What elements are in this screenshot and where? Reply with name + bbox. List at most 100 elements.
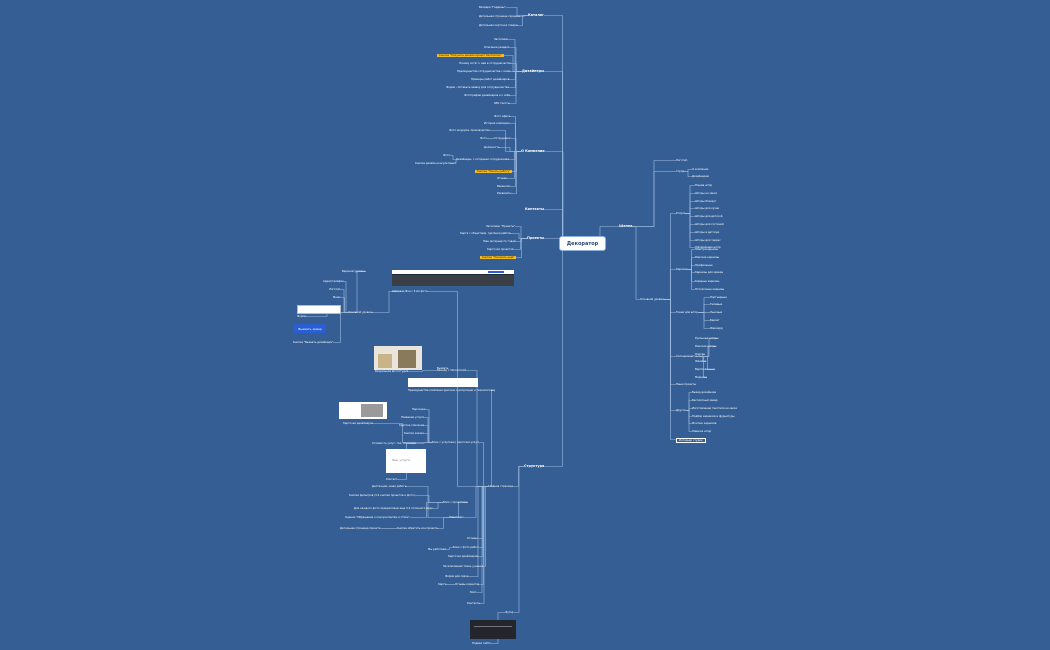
node-gl_su[interactable]: Стоимость услуг, тех. описание: [372, 442, 416, 445]
node-s_d1[interactable]: Выезд дизайнера: [692, 391, 717, 394]
node-o11[interactable]: Вакансии: [497, 185, 511, 188]
node-d3[interactable]: Кнопка "Получить дизайн-проект бесплатно…: [437, 54, 504, 57]
node-gl_o2[interactable]: Блок с фото работ: [453, 546, 479, 549]
node-gl_kont[interactable]: Контакт: [386, 478, 398, 481]
node-o4[interactable]: Сотрудники: [494, 137, 511, 140]
node-okomp[interactable]: О Компании: [521, 149, 545, 153]
node-o4a[interactable]: Фото: [480, 137, 487, 140]
node-gl_v4[interactable]: Форма: [297, 315, 307, 318]
node-gl_p4[interactable]: Для каждого фото прикрепляем еще 3-5 отл…: [354, 507, 433, 510]
node-gl_ban[interactable]: Баннер с 3D-плиткой: [437, 369, 467, 372]
node-s_logo[interactable]: Логотип: [676, 159, 688, 162]
advantages-thumbnail[interactable]: [408, 378, 478, 387]
node-d7[interactable]: Форма - Оставьте заявку для сотрудничест…: [446, 86, 510, 89]
node-d1[interactable]: Заголовок: [494, 38, 509, 41]
node-d6[interactable]: Примеры работ дизайнеров: [471, 78, 510, 81]
node-s_d2[interactable]: Бесплатный замер: [692, 399, 718, 402]
node-gl_pr[interactable]: Преимущества компании (рассказ о репутац…: [408, 389, 495, 392]
node-gl_f2[interactable]: Вызвать: [437, 367, 449, 370]
node-s_dop[interactable]: Другое: [676, 409, 686, 412]
node-s_u3[interactable]: Шторы блэкаут: [695, 200, 717, 203]
node-gl_vf[interactable]: Визуальная фотостудия: [375, 370, 409, 373]
node-s_g2[interactable]: Дизайнерам: [692, 175, 709, 178]
node-gl_o6[interactable]: Карта: [438, 583, 447, 586]
node-s_sz[interactable]: Солнцезащитные: [676, 355, 701, 358]
node-kontakty[interactable]: Контакты: [525, 207, 545, 211]
node-o7[interactable]: Дизайнеры, с которыми сотрудничаем: [456, 158, 510, 161]
node-o1[interactable]: Фото офиса: [494, 115, 511, 118]
node-p4[interactable]: Карточки проектов: [487, 248, 514, 251]
node-s_osn[interactable]: Основной уровень: [640, 298, 666, 301]
node-s_nash[interactable]: Наши проекты: [676, 383, 697, 386]
node-s_karn[interactable]: Карнизы: [676, 268, 688, 271]
node-katalog[interactable]: Каталог: [528, 13, 544, 17]
node-gl_o4[interactable]: Эксклюзивная ткань у рынка: [443, 565, 484, 568]
node-gl[interactable]: Главная страница: [488, 485, 513, 488]
node-o3[interactable]: Фото шоурума, производства: [449, 129, 490, 132]
node-gl_nav[interactable]: Навигация: [449, 516, 464, 519]
node-s_k4[interactable]: Карнизы для эркера: [695, 271, 724, 274]
node-gl_ps[interactable]: Подвал сайта: [472, 642, 491, 645]
node-s_sz1[interactable]: Рулонные шторы: [695, 337, 719, 340]
node-gl_p1[interactable]: Дистанция, наши работы: [372, 485, 407, 488]
node-s_t1[interactable]: Портьерные: [710, 296, 727, 299]
node-gl_ot[interactable]: Отзывы: [467, 537, 478, 540]
node-s_u4[interactable]: Шторы для кухни: [695, 207, 720, 210]
node-s_d5[interactable]: Монтаж карнизов: [692, 422, 717, 425]
node-p1[interactable]: Заголовок "Проекты": [486, 225, 516, 228]
node-o8[interactable]: Кнопка дизайн-консультация: [415, 162, 456, 165]
node-gl_p5[interactable]: Оценки "Обращение к консультантам и стил…: [345, 516, 410, 519]
node-s_k5[interactable]: Кованые карнизы: [695, 280, 720, 283]
footer-thumbnail[interactable]: [470, 620, 516, 639]
node-gl_o9[interactable]: Контакты: [467, 602, 481, 605]
node-shapka[interactable]: Шапка: [619, 224, 633, 228]
node-p3[interactable]: Наш интерьер по годам: [483, 240, 516, 243]
node-s_d6[interactable]: Навеска штор: [692, 430, 712, 433]
node-gl_p2[interactable]: Блок с проектами: [443, 501, 468, 504]
node-gl_osn[interactable]: Основной уровень: [348, 311, 374, 314]
node-s_k1[interactable]: Электрокарнизы: [695, 248, 718, 251]
node-struktura[interactable]: Структура: [524, 464, 545, 468]
node-gl_o1[interactable]: Мы работаем: [428, 548, 447, 551]
node-o6[interactable]: Фото: [443, 154, 450, 157]
node-s_t2[interactable]: Тюлевые: [710, 303, 723, 306]
node-gl_o8[interactable]: Блог: [470, 591, 477, 594]
node-o9[interactable]: Кнопка "Начать работу": [475, 170, 513, 173]
node-s_sz6[interactable]: Маркизы: [695, 376, 708, 379]
node-gl_o5[interactable]: Форма для связи: [445, 575, 469, 578]
node-d5[interactable]: Преимущества сотрудничества с нами: [457, 70, 511, 73]
node-gl_p3[interactable]: Кнопки фильтров (3-4 кнопки проектов и ф…: [349, 494, 415, 497]
node-gl_p6[interactable]: Детальная страница проекта: [340, 527, 381, 530]
node-proekty[interactable]: Проекты: [527, 236, 545, 240]
site-header-thumbnail[interactable]: [392, 270, 514, 286]
node-gl_c3[interactable]: Краткое описание: [399, 424, 425, 427]
photo-studio-thumbnail[interactable]: [374, 346, 422, 370]
node-s_t3[interactable]: Льняные: [710, 311, 723, 314]
node-gl_o7[interactable]: Отзывы клиентов: [455, 583, 480, 586]
node-s_u6[interactable]: Шторы для гостиной: [695, 223, 724, 226]
root-node[interactable]: Декоратор: [559, 236, 606, 251]
node-k2[interactable]: Детальная страница гардины: [479, 15, 521, 18]
node-gl_v1[interactable]: Адрес/телефон: [323, 280, 344, 283]
designer-cards-thumbnail[interactable]: [339, 402, 387, 419]
node-s_sz4[interactable]: Жалюзи: [695, 360, 707, 363]
node-s_sz2[interactable]: Римские шторы: [695, 345, 717, 348]
node-s_t5[interactable]: Жаккард: [710, 327, 723, 330]
node-gl_v[interactable]: Верхний уровень: [342, 270, 366, 273]
node-s_u9[interactable]: Оформление штор: [695, 246, 721, 249]
node-s_t4[interactable]: Бархат: [710, 319, 720, 322]
node-o12[interactable]: Реквизиты: [497, 192, 512, 195]
node-p5[interactable]: Кнопка "Показать ещё": [480, 256, 517, 259]
node-gl_p7[interactable]: Кнопка обратить все проекты: [397, 527, 439, 530]
node-s_uslugi[interactable]: Услуги: [676, 212, 686, 215]
node-s_k3[interactable]: Профильные: [695, 264, 713, 267]
node-s_u2[interactable]: Шторы на заказ: [695, 192, 718, 195]
node-d8[interactable]: Фотографии дизайнеров и о себе: [464, 94, 511, 97]
node-gl_btn[interactable]: Кнопка "Вызвать дизайнера": [293, 341, 334, 344]
node-s_int[interactable]: Интерьер студии: [676, 438, 706, 443]
node-s_d3[interactable]: Изготовление текстиля на заказ: [692, 407, 737, 410]
node-s_gorod[interactable]: Город: [676, 170, 685, 173]
node-gl_o3[interactable]: Карточки дизайнеров: [448, 555, 478, 558]
node-gl_kd[interactable]: Карточки дизайнеров: [343, 422, 373, 425]
node-gl_v2[interactable]: Логотип: [329, 288, 341, 291]
